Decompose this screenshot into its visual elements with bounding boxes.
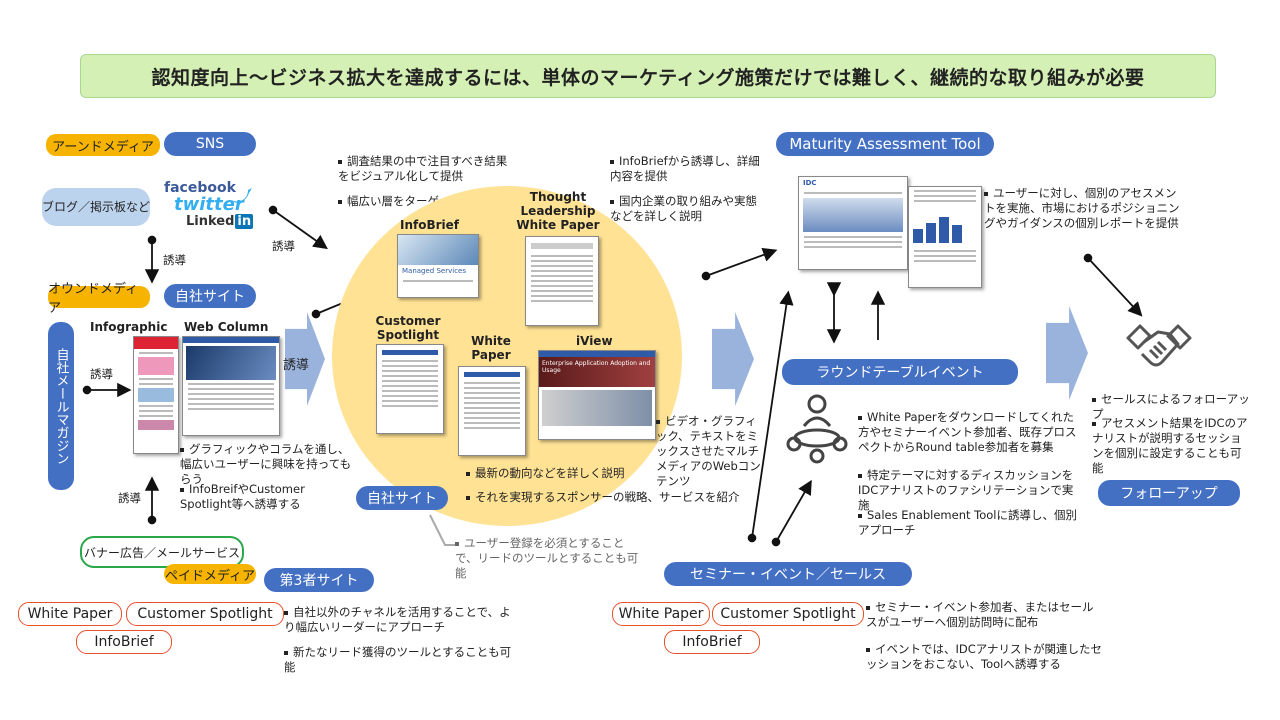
chip-customer-spotlight-right[interactable]: Customer Spotlight bbox=[712, 602, 864, 626]
meeting-table-icon bbox=[786, 394, 848, 464]
infobrief-thumbnail[interactable]: Managed Services bbox=[397, 234, 479, 298]
web-column-label: Web Column bbox=[184, 320, 269, 334]
iview-label: iView bbox=[576, 334, 613, 348]
arrow-seminar-to-round bbox=[771, 479, 812, 547]
mail-magazine-label: 自社メールマガジン bbox=[48, 322, 74, 490]
roundtable-event-label: ラウンドテーブルイベント bbox=[782, 359, 1018, 385]
center-bullet-sponsor: それを実現するスポンサーの戦略、サービスを紹介 bbox=[466, 490, 746, 505]
iview-description: ビデオ・グラフィック、テキストをミックスさせたマルチメディアのWebコンテンツ bbox=[656, 414, 761, 488]
registration-note: ユーザー登録を必須とすることで、リードのツールとすることも可能 bbox=[455, 536, 639, 580]
followup-label: フォローアップ bbox=[1098, 480, 1240, 506]
linkedin-in: in bbox=[235, 214, 254, 229]
iview-caption: Enterprise Application Adoption and Usag… bbox=[539, 357, 655, 387]
center-top-bullet-3: InfoBriefから誘導し、詳細内容を提供 bbox=[610, 154, 760, 183]
infographic-thumbnail[interactable] bbox=[133, 336, 179, 454]
chip-infobrief-right[interactable]: InfoBrief bbox=[664, 630, 760, 654]
iview-thumbnail[interactable]: Enterprise Application Adoption and Usag… bbox=[538, 350, 656, 440]
facebook-logo: facebook bbox=[164, 180, 236, 196]
chip-white-paper-right[interactable]: White Paper bbox=[612, 602, 710, 626]
own-site-label: 自社サイト bbox=[164, 284, 256, 308]
maturity-assessment-label: Maturity Assessment Tool bbox=[776, 132, 994, 156]
blog-label: ブログ／掲示板など bbox=[42, 188, 150, 226]
left-bullet-2: InfoBreifやCustomer Spotlight等へ誘導する bbox=[180, 482, 305, 511]
infobrief-label: InfoBrief bbox=[400, 218, 460, 232]
own-site-circle-label: 自社サイト bbox=[356, 486, 448, 510]
idc-logo-text: IDC bbox=[803, 179, 817, 187]
chip-infobrief-left[interactable]: InfoBrief bbox=[76, 630, 172, 654]
white-paper-label: White Paper bbox=[471, 334, 511, 362]
maturity-description: ユーザーに対し、個別のアセスメントを実施、市場におけるポジショニングやガイダンス… bbox=[984, 186, 1180, 230]
tlwp-thumbnail[interactable] bbox=[525, 236, 599, 326]
infographic-label: Infographic bbox=[90, 320, 168, 334]
followup-bullet-2: アセスメント結果をIDCのアナリストが説明するセッションを個別に設定することも可… bbox=[1092, 416, 1248, 475]
white-paper-thumbnail[interactable] bbox=[458, 366, 526, 456]
center-bullet-latest: 最新の動向などを詳しく説明 bbox=[466, 466, 666, 481]
induce-label-1: 誘導 bbox=[163, 253, 186, 267]
left-bullet-1: グラフィックやコラムを通し、幅広いユーザーに興味を持ってもらう bbox=[180, 442, 352, 486]
center-top-bullet-4: 国内企業の取り組みや実態などを詳しく説明 bbox=[610, 194, 757, 223]
earned-media-label: アーンドメディア bbox=[46, 134, 160, 156]
arrow-sns-to-circle bbox=[268, 205, 328, 250]
third-party-site-label: 第3者サイト bbox=[264, 568, 374, 592]
arrow-seminar-to-maturity bbox=[747, 290, 794, 543]
banner-ad-label: バナー広告／メールサービス bbox=[80, 536, 244, 568]
roundtable-bullet-2: 特定テーマに対するディスカッションをIDCアナリストのファシリテーションで実施 bbox=[858, 468, 1074, 512]
roundtable-bullet-3: Sales Enablement Toolに誘導し、個別アプローチ bbox=[858, 508, 1078, 537]
note-bracket bbox=[429, 514, 455, 546]
paid-bullet-1: 自社以外のチャネルを活用することで、より幅広いリーダーにアプローチ bbox=[284, 605, 511, 634]
headline-banner: 認知度向上〜ビジネス拡大を達成するには、単体のマーケティング施策だけでは難しく、… bbox=[80, 54, 1216, 98]
sns-label: SNS bbox=[164, 132, 256, 156]
twitter-bird-icon bbox=[232, 188, 252, 203]
paid-media-label: ペイドメディア bbox=[164, 564, 256, 584]
paid-bullet-2: 新たなリード獲得のツールとすることも可能 bbox=[284, 645, 512, 674]
center-top-bullet-1: 調査結果の中で注目すべき結果をビジュアル化して提供 bbox=[338, 154, 508, 183]
induce-arrow-label: 誘導 bbox=[283, 358, 310, 373]
arrow-to-maturity bbox=[701, 247, 778, 281]
seminar-bullet-2: イベントでは、IDCアナリストが関連したセッションをおこない、Toolへ誘導する bbox=[866, 642, 1103, 671]
roundtable-bullet-1: White Paperをダウンロードしてくれた方やセミナーイベント参加者、既存プ… bbox=[858, 410, 1077, 454]
induce-label-4: 誘導 bbox=[272, 239, 295, 253]
maturity-tool-thumbnail-2[interactable] bbox=[908, 186, 982, 288]
arrow-to-followup bbox=[1083, 253, 1143, 317]
owned-media-label: オウンドメディア bbox=[48, 282, 150, 316]
chip-customer-spotlight-left[interactable]: Customer Spotlight bbox=[126, 602, 284, 626]
customer-spotlight-thumbnail[interactable] bbox=[376, 344, 444, 434]
tlwp-label: Thought Leadership White Paper bbox=[516, 190, 600, 232]
maturity-tool-thumbnail-1[interactable]: IDC bbox=[798, 176, 908, 270]
seminar-bullet-1: セミナー・イベント参加者、またはセールスがユーザーへ個別訪問時に配布 bbox=[866, 600, 1094, 629]
followup-bullet-1: セールスによるフォローアップ bbox=[1092, 392, 1250, 421]
induce-label-2: 誘導 bbox=[90, 367, 113, 381]
infobrief-doc-title: Managed Services bbox=[402, 267, 466, 275]
seminar-event-sales-label: セミナー・イベント／セールス bbox=[664, 562, 912, 586]
linkedin-word: Linked bbox=[186, 214, 235, 229]
web-column-thumbnail[interactable] bbox=[182, 336, 280, 436]
handshake-icon bbox=[1126, 324, 1192, 367]
twitter-logo: twitter bbox=[174, 194, 244, 215]
customer-spotlight-label: Customer Spotlight bbox=[375, 314, 441, 342]
chip-white-paper-left[interactable]: White Paper bbox=[18, 602, 122, 626]
induce-label-3: 誘導 bbox=[118, 491, 141, 505]
